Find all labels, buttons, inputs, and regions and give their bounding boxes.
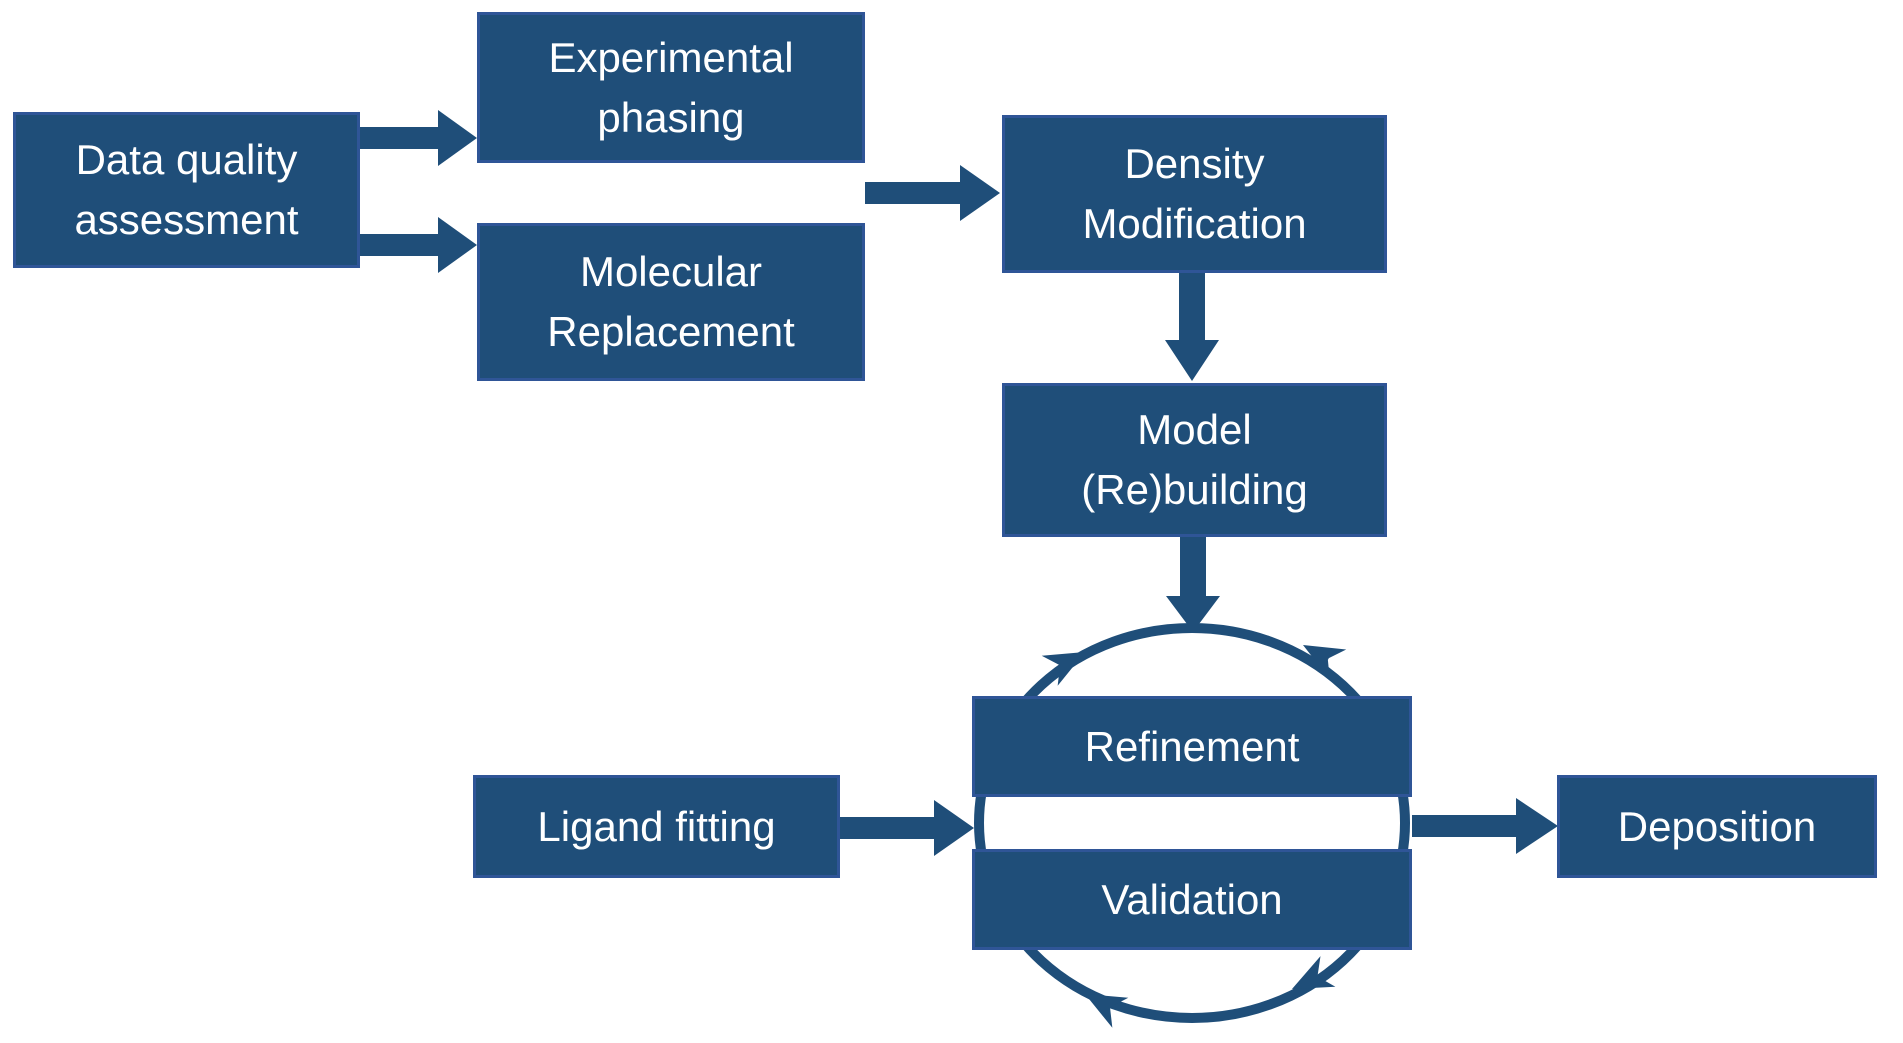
node-data-quality-assessment: Data quality assessment (13, 112, 360, 268)
node-experimental-phasing: Experimental phasing (477, 12, 865, 163)
arrow-dataquality-to-molrep (360, 217, 477, 273)
node-deposition: Deposition (1557, 775, 1877, 878)
arrow-dataquality-to-phasing (360, 110, 477, 166)
arrow-phasing-to-density (865, 165, 1000, 221)
node-refinement: Refinement (972, 696, 1412, 797)
node-molecular-replacement: Molecular Replacement (477, 223, 865, 381)
arrow-ligand-to-cycle (840, 800, 974, 856)
cycle-circle (974, 623, 1410, 1023)
node-model-rebuilding: Model (Re)building (1002, 383, 1387, 537)
node-density-modification: Density Modification (1002, 115, 1387, 273)
arrow-cycle-to-deposition (1412, 798, 1558, 854)
node-validation: Validation (972, 849, 1412, 950)
arrow-model-to-cycle (1166, 537, 1220, 632)
node-ligand-fitting: Ligand fitting (473, 775, 840, 878)
arrow-density-to-model (1165, 273, 1219, 381)
